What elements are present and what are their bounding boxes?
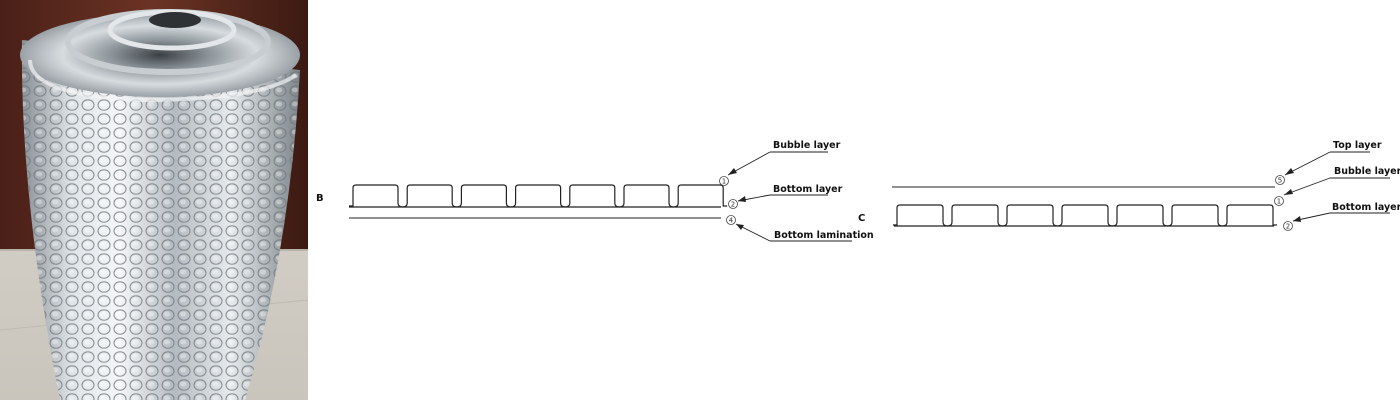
insulation-roll-photo: [0, 0, 308, 400]
diagram-b-callout-bubble-layer: 1 Bubble layer: [719, 140, 841, 186]
diagram-c-letter: C: [858, 213, 865, 224]
diagram-c-bubble-layer: [893, 204, 1277, 227]
diagram-b-bubble-layer: [349, 184, 728, 208]
diagram-b-label-bubble-layer: Bubble layer: [773, 140, 841, 151]
diagram-c-callout-top-layer: 5 Top layer: [1275, 140, 1382, 185]
diagram-b-label-bottom-lamination: Bottom lamination: [774, 230, 874, 241]
diagram-b-callout-bottom-layer: 2 Bottom layer: [728, 184, 843, 209]
diagram-c-callout-number: 1: [1277, 198, 1281, 206]
diagram-b-callout-number: 2: [731, 201, 735, 209]
diagram-c: C 5 Top layer 1 Bubble layer 2: [858, 140, 1400, 231]
diagram-b-callout-number: 1: [722, 178, 726, 186]
diagram-c-label-bottom-layer: Bottom layer: [1332, 202, 1400, 213]
diagram-c-callout-bubble-layer: 1 Bubble layer: [1274, 166, 1400, 206]
diagram-c-callout-number: 5: [1278, 177, 1282, 185]
diagram-b: B 1 Bubble layer 2 Bottom layer 4: [316, 140, 874, 242]
diagram-c-label-bubble-layer: Bubble layer: [1334, 166, 1400, 177]
diagram-b-letter: B: [316, 193, 324, 204]
diagram-b-callout-bottom-lamination: 4 Bottom lamination: [726, 215, 874, 242]
diagram-b-label-bottom-layer: Bottom layer: [773, 184, 843, 195]
diagram-c-callout-bottom-layer: 2 Bottom layer: [1283, 202, 1400, 231]
diagram-b-callout-number: 4: [729, 217, 734, 225]
diagram-c-callout-number: 2: [1286, 223, 1290, 231]
cross-section-diagrams: B 1 Bubble layer 2 Bottom layer 4: [316, 140, 1400, 242]
diagram-c-label-top-layer: Top layer: [1333, 140, 1382, 151]
